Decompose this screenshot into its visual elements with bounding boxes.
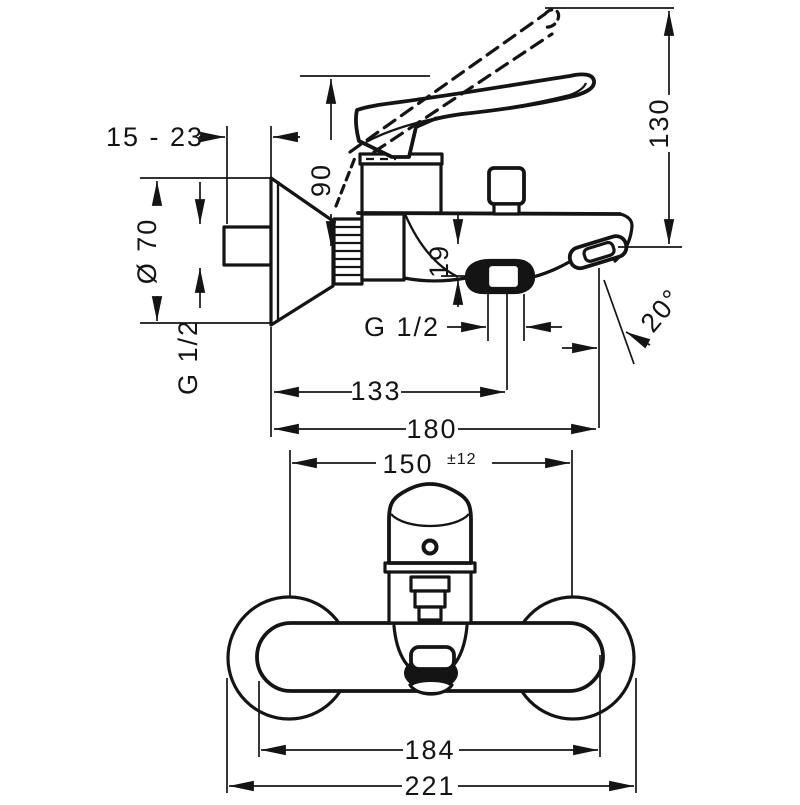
dim-height-to-outlet: 130 xyxy=(545,7,682,248)
side-view-dimensions: 15 - 23 Ø 70 G 1/2 90 xyxy=(106,7,688,444)
dim-wall-distance: 15 - 23 xyxy=(106,122,300,224)
dim-wall-distance-label: 15 - 23 xyxy=(106,122,204,152)
diverter-neck xyxy=(492,202,521,216)
diverter-knob-front-bottom xyxy=(417,605,443,622)
thread-hatching xyxy=(335,225,361,277)
cartridge-housing xyxy=(360,162,443,215)
dim-outlet-drop: 19 xyxy=(424,213,473,307)
dim-connection-tolerance-label: ±12 xyxy=(447,451,477,468)
lever-raised-dashed xyxy=(334,8,561,208)
dim-outlet-drop-label: 19 xyxy=(424,244,454,278)
side-view-faucet xyxy=(222,8,634,327)
lever-crease-line xyxy=(365,117,434,144)
dim-connection-centers-label: 150 xyxy=(382,449,433,479)
escutcheon-cone xyxy=(269,176,335,327)
dim-spout-projection: 180 xyxy=(274,414,596,444)
handle-dome-front xyxy=(387,482,473,565)
lever-inner-line xyxy=(433,82,588,120)
dim-wall-thread-label: G 1/2 xyxy=(173,319,203,395)
dim-escutcheon-diameter: Ø 70 xyxy=(132,177,272,324)
dim-wall-thread: G 1/2 xyxy=(173,182,206,395)
diverter-knob-front-top xyxy=(409,575,451,593)
spout-transition-curve xyxy=(403,213,459,279)
diverter-knob xyxy=(487,166,526,206)
dim-escutcheon-diameter-label: Ø 70 xyxy=(132,218,162,285)
handle-dome-inner-curve xyxy=(390,513,470,528)
dim-spout-projection-label: 180 xyxy=(406,414,457,444)
dim-lever-height: 90 xyxy=(300,75,430,246)
front-view-faucet xyxy=(226,482,636,721)
diverter-knob-front-mid xyxy=(413,589,447,609)
dim-connection-centers: 150 ±12 xyxy=(289,449,573,652)
shower-connection-thread-window xyxy=(486,263,521,290)
temperature-indicator-dot xyxy=(421,538,439,556)
spout-front-bottom-rim xyxy=(408,683,454,696)
dim-shower-outlet-thread: G 1/2 xyxy=(364,294,562,390)
spout-aerator xyxy=(567,234,629,271)
dim-height-to-outlet-label: 130 xyxy=(644,97,674,148)
dim-wall-to-outlet-center: 133 xyxy=(270,327,505,437)
front-view: 150 ±12 xyxy=(226,449,637,801)
spout-underside-left xyxy=(402,276,468,283)
dim-body-width: 184 xyxy=(258,655,601,765)
union-nut xyxy=(360,212,406,282)
dim-body-width-label: 184 xyxy=(404,735,455,765)
dim-shower-outlet-thread-label: G 1/2 xyxy=(364,312,440,342)
side-view: 15 - 23 Ø 70 G 1/2 90 xyxy=(106,7,688,444)
spout-aerator-ring-front xyxy=(409,645,456,671)
dim-overall-width-label: 221 xyxy=(404,771,455,800)
dim-lever-height-label: 90 xyxy=(306,163,336,197)
wall-pipe-stub xyxy=(222,225,273,267)
lever-handle xyxy=(354,72,596,159)
dim-overall-width: 221 xyxy=(226,678,637,801)
spout-top-edge xyxy=(356,211,622,216)
dim-wall-to-outlet-center-label: 133 xyxy=(350,376,401,406)
spout-front-highlight xyxy=(412,682,450,692)
